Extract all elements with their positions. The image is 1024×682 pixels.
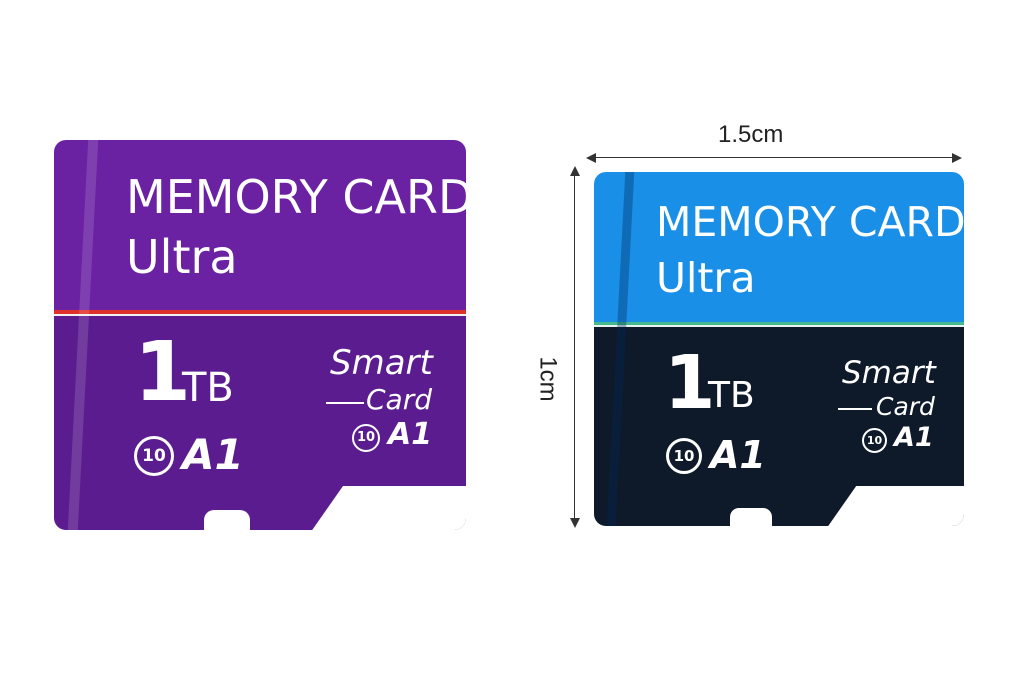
card-divider-highlight xyxy=(54,314,466,316)
brand-dash xyxy=(326,402,364,404)
app-class-label: A1 xyxy=(182,430,244,479)
card-subtitle: Ultra xyxy=(126,230,238,284)
height-arrow-bottom-icon xyxy=(570,518,580,528)
card-top-band xyxy=(54,140,466,310)
brand-smart: Smart xyxy=(842,355,936,391)
brand-dash xyxy=(838,408,872,410)
width-label: 1.5cm xyxy=(718,121,784,148)
small-speed-class-label: 10 xyxy=(356,430,376,445)
brand-smart: Smart xyxy=(330,343,433,383)
card-divider xyxy=(594,322,964,325)
width-dimension-line xyxy=(592,157,956,158)
card-subtitle: Ultra xyxy=(656,254,756,302)
width-arrow-left-icon xyxy=(586,153,596,163)
small-speed-class-label: 10 xyxy=(866,434,883,447)
height-dimension-line xyxy=(574,172,575,522)
memory-card-blue: MEMORY CARD Ultra 1 TB 10 A1 Smart Card … xyxy=(594,172,964,526)
small-app-class-label: A1 xyxy=(894,422,934,453)
card-top-band xyxy=(594,172,964,322)
card-divider xyxy=(54,310,466,314)
capacity-number: 1 xyxy=(664,340,716,426)
speed-class-icon: 10 xyxy=(666,438,702,474)
height-arrow-top-icon xyxy=(570,166,580,176)
card-title: MEMORY CARD xyxy=(126,170,466,224)
height-label: 1cm xyxy=(534,356,562,402)
app-class-label: A1 xyxy=(710,433,766,477)
card-notch-small xyxy=(730,508,772,526)
capacity-number: 1 xyxy=(134,325,192,420)
card-notch-small xyxy=(204,510,250,530)
width-arrow-right-icon xyxy=(952,153,962,163)
card-divider-highlight xyxy=(594,325,964,327)
small-app-class-label: A1 xyxy=(388,417,433,452)
capacity-unit: TB xyxy=(182,365,234,411)
capacity-unit: TB xyxy=(708,375,755,416)
speed-class-label: 10 xyxy=(673,447,695,465)
small-speed-class-icon: 10 xyxy=(352,424,380,452)
memory-card-purple: MEMORY CARD Ultra 1 TB 10 A1 Smart Card … xyxy=(54,140,466,530)
card-title: MEMORY CARD xyxy=(656,198,964,246)
brand-card: Card xyxy=(876,392,935,421)
speed-class-label: 10 xyxy=(142,446,166,466)
speed-class-icon: 10 xyxy=(134,436,174,476)
brand-card: Card xyxy=(366,383,432,416)
small-speed-class-icon: 10 xyxy=(862,428,887,453)
